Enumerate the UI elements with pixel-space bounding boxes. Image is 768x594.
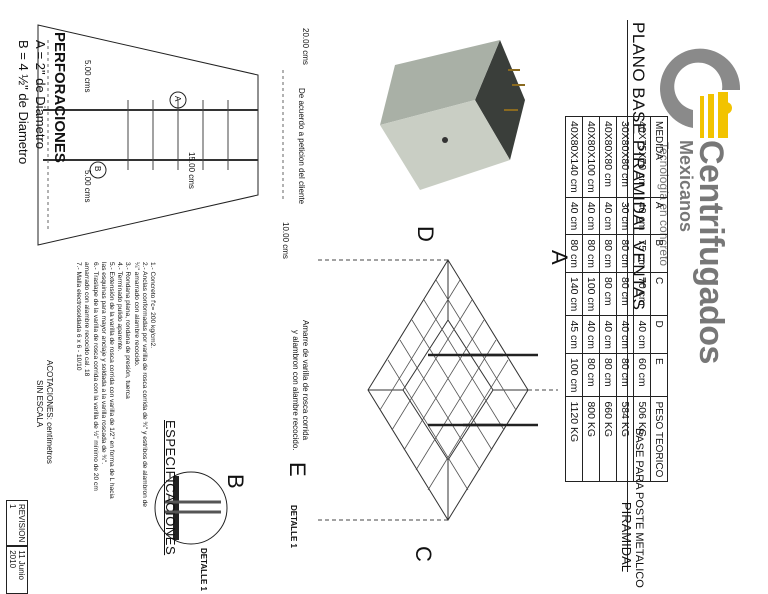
spec-item: las esquinas para mayor anclaje y soldad… <box>99 262 107 465</box>
perforaciones-b: B = 4 ½" de Diametro <box>16 40 31 165</box>
table-cell: 80 cm <box>599 272 617 316</box>
table-cell: 584 KG <box>616 396 634 482</box>
revision-number: REVISION 1 <box>6 500 28 547</box>
section-note: De acuerdo a peticion del cliente <box>297 88 306 205</box>
table-cell: 40 cm <box>565 197 583 235</box>
revision-date: 11 Junio 2010 <box>6 546 28 594</box>
table-cell: 800 KG <box>582 396 600 482</box>
spec-item: 5.- Extensión de la varilla de rosca cor… <box>107 262 115 499</box>
table-cell: 30 cm <box>616 197 634 235</box>
table-row: 40X80X80 cm 40 cm 80 cm 80 cm 40 cm 80 c… <box>599 116 617 482</box>
iso-label-c: C <box>411 546 436 562</box>
table-header-row: MEDIDA A B C D E PESO TEORICO <box>650 116 668 482</box>
spec-item: 4.- Terminado pulido aparente. <box>116 262 124 352</box>
logo-name-line1: Centrifugados <box>692 140 730 364</box>
spec-item: 7.- Malla electrosoldada 6 x 6 - 10/10 <box>75 262 83 371</box>
table-row: 30X80X80 cm 30 cm 80 cm 80 cm 40 cm 80 c… <box>616 116 634 482</box>
table-cell: 40X80X80 cm <box>599 116 617 198</box>
table-cell: 40X80X140 cm <box>565 116 583 198</box>
dimensions-table: MEDIDA A B C D E PESO TEORICO 40X75X70 c… <box>565 116 668 482</box>
armado-note-1: Amarre de varilla de rosca corrida <box>301 320 310 441</box>
iso-label-e: E <box>285 462 310 477</box>
spec-item: ¼" amarrado con alambre recocido. <box>132 262 140 367</box>
marker-a: A <box>173 96 182 102</box>
table-cell: 70 cm <box>633 272 651 316</box>
spec-item: 6.- Traslape de la varilla de rosca corr… <box>91 262 99 491</box>
table-cell: 40 cm <box>599 197 617 235</box>
table-cell: 80 cm <box>616 353 634 397</box>
col-header: MEDIDA <box>650 116 668 198</box>
table-cell: 80 cm <box>616 272 634 316</box>
specs-list: 1.- Concreto f'c= 200 kg/cm2. 2.- Anclas… <box>74 262 156 582</box>
col-header: PESO TEORICO <box>650 396 668 482</box>
table-cell: 80 cm <box>599 234 617 273</box>
table-cell: 100 cm <box>582 272 600 316</box>
section-drawing <box>37 24 284 246</box>
scale-note: SIN ESCALA <box>35 380 44 428</box>
logo-name-line2: Mexicanos <box>676 140 696 233</box>
table-cell: 660 KG <box>599 396 617 482</box>
table-cell: 60 cm <box>633 353 651 397</box>
table-cell: 140 cm <box>565 272 583 316</box>
table-cell: 40 cm <box>633 197 651 235</box>
perforaciones-a: A = 2" de Diametro <box>33 40 48 150</box>
table-cell: 40 cm <box>616 315 634 354</box>
table-cell: 40X80X100 cm <box>582 116 600 198</box>
detail-label: DETALLE 1 <box>199 548 208 591</box>
table-row: 40X75X70 cm 40 cm 75 cm 70 cm 40 cm 60 c… <box>633 116 651 482</box>
dim-mid: 15.00 cms <box>187 152 196 189</box>
iso-detalle-label: DETALLE 1 <box>289 505 298 548</box>
spec-item: 1.- Concreto f'c= 200 kg/cm2. <box>149 262 156 349</box>
table-cell: 1120 KG <box>565 396 583 482</box>
table-cell: 40 cm <box>582 197 600 235</box>
table-cell: 100 cm <box>565 353 583 397</box>
col-header: B <box>650 234 668 273</box>
table-cell: 45 cm <box>565 315 583 354</box>
dim-right: 10.00 cms <box>281 222 290 259</box>
table-row: 40X80X100 cm 40 cm 80 cm 100 cm 40 cm 80… <box>582 116 600 482</box>
table-row: 40X80X140 cm 40 cm 80 cm 140 cm 45 cm 10… <box>565 116 583 482</box>
table-cell: 40X75X70 cm <box>633 116 651 198</box>
dim-top: 20.00 cms <box>301 28 310 65</box>
table-cell: 80 cm <box>582 353 600 397</box>
perforaciones-title: PERFORACIONES <box>51 32 68 163</box>
dim-bottom: 5.00 cms <box>83 170 92 203</box>
col-header: E <box>650 353 668 397</box>
col-header: D <box>650 315 668 354</box>
table-cell: 75 cm <box>633 234 651 273</box>
rebar-cage-isometric <box>318 259 558 521</box>
acotaciones: ACOTACIONES: centímetros <box>45 360 54 464</box>
detail-1-circle <box>154 471 228 545</box>
spec-item: amarrado con alambre recocido cal. 18 <box>83 262 91 377</box>
table-cell: 80 cm <box>616 234 634 273</box>
table-cell: 80 cm <box>582 234 600 273</box>
table-cell: 506 KG <box>633 396 651 482</box>
iso-label-d: D <box>413 226 438 242</box>
col-header: A <box>650 197 668 235</box>
iso-label-a: A <box>547 250 572 265</box>
specs-title: ESPECIFICACIONES <box>163 420 178 556</box>
table-cell: 40 cm <box>582 315 600 354</box>
table-cell: 30X80X80 cm <box>616 116 634 198</box>
base-3d-render <box>380 40 525 190</box>
marker-b: B <box>93 166 102 172</box>
revision-box: REVISION 1 11 Junio 2010 <box>6 500 28 594</box>
logo-mark <box>660 48 741 138</box>
table-cell: 40 cm <box>599 315 617 354</box>
table-cell: 80 cm <box>599 353 617 397</box>
spec-item: 3.- Rondana plana, rondana de presión, t… <box>124 262 132 399</box>
table-cell: 40 cm <box>633 315 651 354</box>
spec-item: 2.- Anclas conformadas por varilla de ro… <box>140 262 148 507</box>
dim-left: 5.00 cms <box>83 60 92 93</box>
armado-note-2: y alambron con alambre recocido. <box>291 330 300 451</box>
col-header: C <box>650 272 668 316</box>
